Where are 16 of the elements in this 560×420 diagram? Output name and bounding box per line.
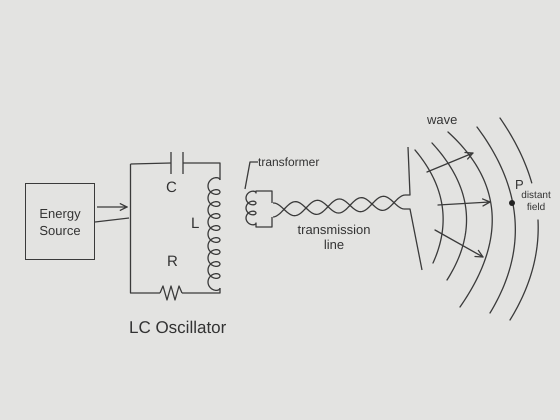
box-label: Energy Source xyxy=(38,204,82,238)
process-box xyxy=(25,183,95,260)
point-label: P xyxy=(515,177,524,192)
antenna-symbol xyxy=(405,145,425,273)
coil-symbol xyxy=(244,189,273,229)
circuit-title: LC Oscillator xyxy=(129,317,226,339)
arrow xyxy=(97,202,128,212)
part-label: L xyxy=(191,215,200,233)
part-label: R xyxy=(167,253,178,271)
twisted-pair-line xyxy=(272,194,406,218)
annotation-text: distant field xyxy=(520,190,552,214)
leader-line xyxy=(244,161,258,190)
callout-text: transformer xyxy=(258,154,320,170)
wire xyxy=(94,217,130,223)
annotation-text: wave xyxy=(427,112,458,128)
part-label: C xyxy=(166,179,177,197)
